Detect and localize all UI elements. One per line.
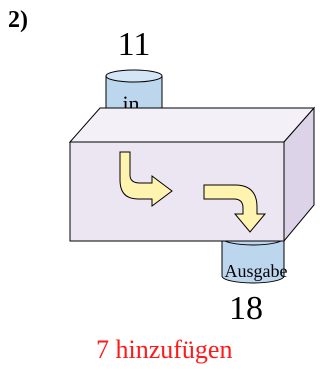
input-number: 11 (117, 26, 151, 63)
curved-arrow-icon (203, 184, 267, 233)
curved-arrow-icon (119, 151, 173, 207)
output-label: Ausgabe (225, 261, 288, 281)
operation-text: 7 hinzufügen (96, 335, 233, 364)
task-number: 2) (8, 7, 28, 33)
machine-box (68, 106, 316, 243)
output-number: 18 (229, 290, 263, 327)
